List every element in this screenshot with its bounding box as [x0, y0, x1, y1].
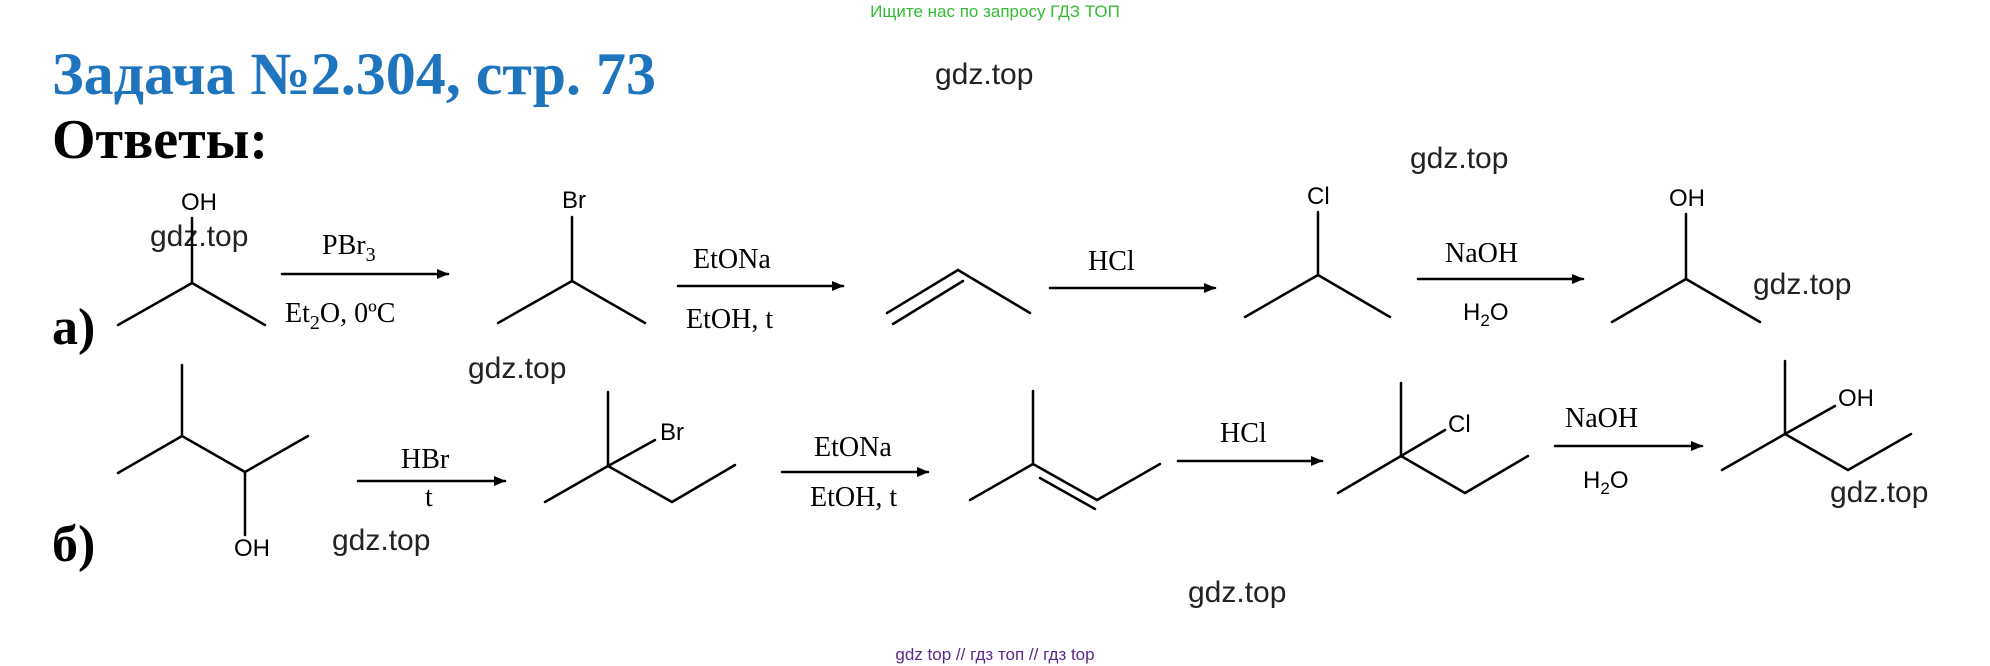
answers-heading: Ответы:	[52, 109, 269, 171]
reagent-label: EtONa	[814, 432, 892, 463]
footer-links: gdz top // гдз топ // гдз top	[895, 645, 1095, 664]
condition-label: EtOH, t	[810, 482, 897, 513]
reagent-label: HCl	[1088, 246, 1135, 277]
2-bromo-2-methylbutane-structure	[543, 390, 737, 504]
search-banner: Ищите нас по запросу ГДЗ ТОП	[870, 2, 1120, 21]
atom-label: Cl	[1448, 411, 1471, 438]
reagent-label: NaOH	[1445, 238, 1518, 269]
2-methylbut-2-ene-structure	[968, 389, 1162, 511]
2-methylbutan-2-ol-structure	[1720, 359, 1913, 472]
condition-label: H2O	[1463, 299, 1508, 330]
page-title: Задача №2.304, стр. 73	[52, 41, 656, 107]
atom-label: OH	[1669, 185, 1705, 212]
isopropanol-product-structure	[1610, 212, 1762, 324]
watermark: gdz.top	[1753, 268, 1852, 301]
part-b-label: б)	[52, 516, 96, 573]
3-methylbutan-2-ol-structure	[116, 363, 310, 537]
atom-label: OH	[234, 535, 270, 562]
2-bromopropane-structure	[496, 215, 647, 325]
atom-label: Br	[660, 419, 684, 446]
atom-label: Cl	[1307, 183, 1330, 210]
2-chloropropane-structure	[1243, 210, 1392, 319]
2-chloro-2-methylbutane-structure	[1336, 381, 1530, 495]
atom-label: OH	[1838, 385, 1874, 412]
watermark: gdz.top	[1830, 476, 1929, 509]
condition-label: t	[425, 482, 433, 513]
watermark: gdz.top	[468, 352, 567, 385]
watermark: gdz.top	[332, 524, 431, 557]
propene-structure	[885, 268, 1032, 326]
atom-label: Br	[562, 187, 586, 214]
reagent-label: HBr	[401, 444, 450, 475]
condition-label: H2O	[1583, 467, 1628, 498]
watermark: gdz.top	[1410, 142, 1509, 175]
reagent-label: EtONa	[693, 244, 771, 275]
reagent-label: HCl	[1220, 418, 1267, 449]
watermark: gdz.top	[935, 58, 1034, 91]
reagent-label: NaOH	[1565, 403, 1638, 434]
watermark: gdz.top	[1188, 576, 1287, 609]
condition-label: EtOH, t	[686, 304, 773, 335]
part-a-label: а)	[52, 299, 96, 356]
isopropanol-structure	[116, 216, 267, 327]
reagent-label: PBr3	[322, 230, 376, 266]
condition-label: Et2O, 0ºC	[285, 298, 395, 334]
atom-label: OH	[181, 189, 217, 216]
watermark: gdz.top	[150, 220, 249, 253]
